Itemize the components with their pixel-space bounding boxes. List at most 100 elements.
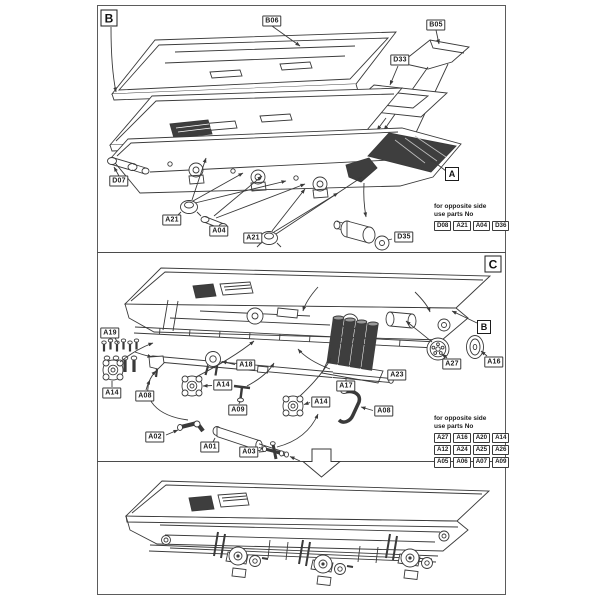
leader-a16: [480, 350, 488, 357]
note-part: A16: [453, 433, 471, 444]
step-c-note: for opposite side use parts No A27 A16 A…: [434, 415, 510, 468]
part-a18: [204, 351, 221, 376]
callout-a08-left: A08: [135, 390, 155, 402]
part-a21-cap-2: [256, 231, 282, 248]
callout-a14-right: A14: [311, 396, 331, 408]
note-line-2: use parts No: [434, 423, 474, 430]
leader-step-b: [110, 26, 117, 93]
suspension-cluster-2: [298, 539, 354, 586]
leader-d07: [113, 166, 120, 177]
note-part: A12: [434, 445, 452, 456]
callout-d07: D07: [109, 175, 129, 187]
callout-a02: A02: [145, 431, 165, 443]
callout-a08-right: A08: [374, 405, 394, 417]
part-a14-hub-right: [282, 395, 304, 417]
callout-a21-2: A21: [243, 232, 263, 244]
leader-a27: [441, 353, 448, 359]
dark-lever: [345, 157, 378, 183]
note-parts-row-1: A27 A16 A20 A14: [434, 433, 510, 444]
callout-a14-mid: A14: [213, 379, 233, 391]
leader-a14-right: [303, 401, 311, 405]
note-part: A09: [492, 457, 510, 468]
note-line-1: for opposite side: [434, 415, 487, 422]
part-d07-pin: [107, 157, 150, 175]
note-line-2: use parts No: [434, 211, 474, 218]
leader-ref-a: [428, 157, 447, 172]
note-part: A25: [472, 445, 491, 456]
part-hull-tub: [110, 127, 462, 199]
step-c-letter: C: [484, 255, 502, 273]
leader-d33: [389, 65, 399, 86]
callout-a03: A03: [239, 446, 259, 458]
part-d35-pump: [333, 220, 390, 251]
part-a16-wheel: [466, 335, 484, 359]
part-a08-left: [148, 355, 165, 378]
callout-d33: D33: [390, 54, 410, 66]
callout-a18: A18: [236, 359, 256, 371]
leader-a19: [114, 337, 119, 344]
leader-a02: [165, 429, 179, 436]
note-parts-row: D08 A21 A04 D36: [434, 221, 510, 232]
step-b-letter: B: [100, 9, 118, 27]
note-part: A05: [434, 457, 452, 468]
leader-ref-b: [451, 310, 478, 324]
note-part: A21: [453, 221, 471, 232]
leader-d35: [387, 238, 393, 241]
part-a02: [177, 420, 205, 433]
callout-a14-left: A14: [102, 387, 122, 399]
callout-b06: B06: [262, 15, 282, 27]
leader-a18: [221, 360, 236, 365]
part-a03: [262, 441, 284, 460]
callout-a04: A04: [209, 225, 229, 237]
assembled-hull: [124, 480, 491, 564]
callout-a17: A17: [336, 380, 356, 392]
note-part: A24: [453, 445, 471, 456]
part-a09-mid: [233, 384, 251, 403]
note-part: A27: [434, 433, 452, 444]
note-parts-row-2: A12 A24 A25 A26: [434, 445, 510, 456]
leader-a03: [258, 451, 265, 453]
note-part: A07: [472, 457, 491, 468]
leader-a08-right: [360, 406, 374, 411]
note-line-1: for opposite side: [434, 203, 487, 210]
part-a14-hub-left: [102, 359, 124, 381]
leader-b05: [435, 29, 440, 45]
ref-assembly-a: A: [445, 167, 459, 181]
leader-b06: [271, 25, 301, 47]
callout-a16: A16: [484, 356, 504, 368]
leader-d35-mount: [363, 182, 368, 218]
part-b05-plate: [399, 39, 470, 70]
callout-a21-1: A21: [162, 214, 182, 226]
ref-assembly-b: B: [477, 320, 491, 334]
leader-a08-left: [145, 370, 157, 391]
assembled-frame: [97, 461, 506, 595]
assembled-view-drawing: [97, 448, 506, 595]
callout-a27: A27: [442, 358, 462, 370]
note-part: D36: [492, 221, 510, 232]
callout-d35: D35: [394, 231, 414, 243]
note-part: A14: [492, 433, 510, 444]
note-part: A20: [472, 433, 491, 444]
down-arrow-icon: [301, 448, 342, 478]
part-a17-shock-cluster: [321, 315, 384, 384]
part-a08-right: [337, 389, 362, 424]
step-b-note: for opposite side use parts No D08 A21 A…: [434, 203, 510, 232]
part-a14-hub-mid: [181, 375, 203, 397]
hull-assembly-c: [123, 267, 492, 349]
callout-a23: A23: [387, 369, 407, 381]
leader-a14-mid: [202, 383, 213, 388]
note-part: A26: [492, 445, 510, 456]
leader-a01: [212, 437, 216, 443]
leader-a09: [238, 400, 241, 405]
callout-a19: A19: [100, 327, 120, 339]
callout-b05: B05: [426, 19, 446, 31]
suspension-cluster-1: [213, 531, 269, 578]
dark-grille: [188, 495, 215, 512]
note-parts-row-3: A05 A06 A07 A09: [434, 457, 510, 468]
step-b-drawing: [97, 5, 506, 253]
note-part: D08: [434, 221, 452, 232]
callout-a09-mid: A09: [228, 404, 248, 416]
note-part: A06: [453, 457, 471, 468]
